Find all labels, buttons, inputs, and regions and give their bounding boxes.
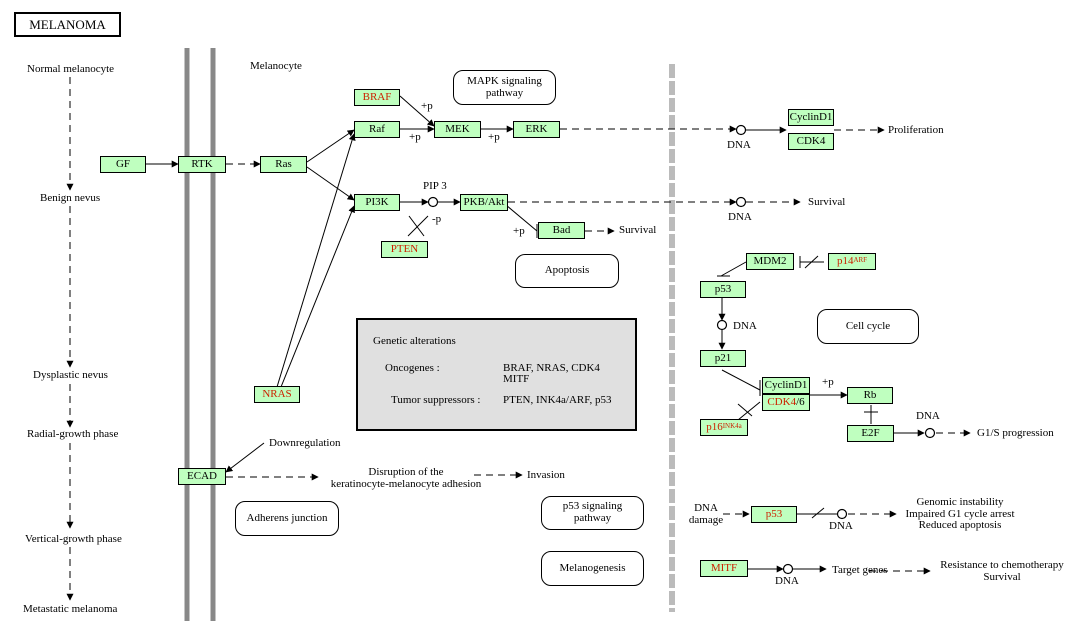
ga-oncogenes-label: Oncogenes : (385, 362, 440, 374)
stage-benign-nevus: Benign nevus (40, 192, 101, 204)
gene-mek[interactable]: MEK (434, 121, 481, 138)
pathway-cell-cycle[interactable]: Cell cycle (817, 309, 919, 344)
p16-superscript: INK4a (722, 422, 742, 430)
p16-text: p16 (706, 421, 723, 433)
pathway-apoptosis[interactable]: Apoptosis (515, 254, 619, 288)
pathway-p53-signaling[interactable]: p53 signaling pathway (541, 496, 644, 530)
gene-rb[interactable]: Rb (847, 387, 893, 404)
label-minus-p: -p (432, 213, 442, 225)
label-dna-4: DNA (916, 410, 940, 422)
gene-gf[interactable]: GF (100, 156, 146, 173)
gene-mdm2[interactable]: MDM2 (746, 253, 794, 270)
gene-erk[interactable]: ERK (513, 121, 560, 138)
label-proliferation: Proliferation (888, 124, 944, 136)
label-survival-1: Survival (808, 196, 846, 208)
label-invasion: Invasion (527, 469, 565, 481)
gene-braf[interactable]: BRAF (354, 89, 400, 106)
gene-ecad[interactable]: ECAD (178, 468, 226, 485)
gene-pkb-akt[interactable]: PKB/Akt (460, 194, 508, 211)
melanocyte-label: Melanocyte (250, 60, 302, 72)
label-dna-2: DNA (728, 211, 752, 223)
gene-pten[interactable]: PTEN (381, 241, 428, 258)
genetic-alterations-box: Genetic alterations Oncogenes : BRAF, NR… (356, 318, 637, 431)
stage-radial-growth: Radial-growth phase (27, 428, 119, 440)
gene-cyclind1-mid[interactable]: CyclinD1 (762, 377, 810, 394)
label-dna-1: DNA (727, 139, 751, 151)
diagram-title: MELANOMA (14, 12, 121, 37)
ga-heading: Genetic alterations (373, 335, 456, 347)
dna-circles (427, 124, 936, 575)
stage-vertical-growth: Vertical-growth phase (25, 533, 122, 545)
ga-oncogenes-list: BRAF, NRAS, CDK4 (503, 362, 600, 374)
ga-suppressors-label: Tumor suppressors : (391, 394, 481, 406)
label-plus-p-bad: +p (513, 225, 525, 237)
pathway-adherens-junction[interactable]: Adherens junction (235, 501, 339, 536)
gene-p53-low[interactable]: p53 (751, 506, 797, 523)
gene-bad[interactable]: Bad (538, 222, 585, 239)
gene-mitf[interactable]: MITF (700, 560, 748, 577)
ga-suppressors-list: PTEN, INK4a/ARF, p53 (503, 394, 612, 406)
label-pip3: PIP 3 (423, 180, 447, 192)
stage-normal-melanocyte: Normal melanocyte (27, 63, 115, 75)
ga-oncogenes-list-2: MITF (503, 373, 530, 385)
label-dna-5: DNA (829, 520, 853, 532)
stage-metastatic: Metastatic melanoma (23, 603, 118, 615)
pathway-melanogenesis[interactable]: Melanogenesis (541, 551, 644, 586)
label-target-genes: Target genes (832, 564, 888, 576)
label-downregulation: Downregulation (269, 437, 341, 449)
signal-arrows (146, 95, 925, 573)
label-plus-p-mek: +p (488, 131, 500, 143)
label-plus-p-raf: +p (409, 131, 421, 143)
label-plus-p-rb: +p (822, 376, 834, 388)
label-dna-3: DNA (733, 320, 757, 332)
gene-rtk[interactable]: RTK (178, 156, 226, 173)
gene-p21[interactable]: p21 (700, 350, 746, 367)
inhibition-lines (407, 204, 878, 519)
label-dna-damage: DNA damage (688, 502, 724, 526)
cdk4-text: CDK4 (767, 396, 797, 408)
label-resistance: Resistance to chemotherapy Survival (940, 559, 1064, 583)
label-genomic-instability: Genomic instability Impaired G1 cycle ar… (905, 496, 1015, 532)
gene-e2f[interactable]: E2F (847, 425, 894, 442)
stage-dysplastic-nevus: Dysplastic nevus (33, 369, 108, 381)
cdk4-suffix: /6 (796, 396, 805, 408)
label-dna-6: DNA (775, 575, 799, 587)
gene-p53-mid[interactable]: p53 (700, 281, 746, 298)
p14-superscript: ARF (853, 256, 868, 264)
label-plus-p-braf: +p (421, 100, 433, 112)
label-survival-2: Survival (619, 224, 657, 236)
gene-pi3k[interactable]: PI3K (354, 194, 400, 211)
gene-nras[interactable]: NRAS (254, 386, 300, 403)
dashed-arrows (226, 125, 971, 575)
label-g1s-progression: G1/S progression (977, 427, 1054, 439)
pathway-mapk[interactable]: MAPK signaling pathway (453, 70, 556, 105)
gene-cdk4-top[interactable]: CDK4 (788, 133, 834, 150)
gene-cyclind1-top[interactable]: CyclinD1 (788, 109, 834, 126)
gene-cdk4-6[interactable]: CDK4/6 (762, 394, 810, 411)
p14-text: p14 (836, 255, 854, 267)
gene-raf[interactable]: Raf (354, 121, 400, 138)
label-disruption: Disruption of the keratinocyte-melanocyt… (330, 466, 482, 490)
gene-ras[interactable]: Ras (260, 156, 307, 173)
